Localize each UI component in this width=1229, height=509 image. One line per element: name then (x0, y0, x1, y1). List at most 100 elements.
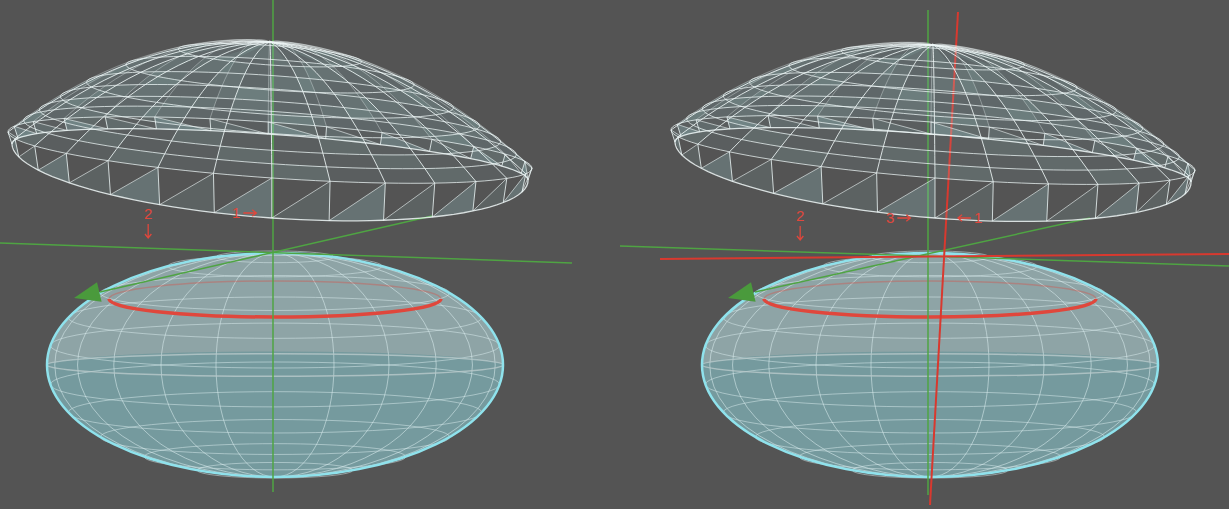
ellipsoid-body (47, 253, 503, 477)
dome-patch (1035, 156, 1088, 170)
rim-strut (727, 117, 730, 129)
equator (702, 354, 1158, 376)
rim-patch (19, 146, 38, 170)
rim-strut (209, 119, 211, 131)
dome-meridian (729, 45, 933, 152)
parallel (68, 392, 481, 433)
rim-strut (329, 181, 331, 220)
rim-patch (272, 181, 330, 220)
callout-arrow (145, 224, 151, 238)
rim-strut (876, 173, 878, 212)
rim-strut (108, 161, 110, 195)
meridian (733, 253, 1128, 477)
rim-diagonal (432, 139, 471, 158)
ellipsoid-body (702, 253, 1158, 477)
rim-diagonal (505, 154, 521, 173)
callout-number: 2 (144, 206, 152, 222)
dome-wireframe (8, 39, 532, 220)
rim-diagonal (214, 178, 271, 213)
rim-strut (1166, 180, 1170, 204)
rim-strut (503, 178, 507, 202)
rim-diagonal (432, 182, 476, 217)
rim-patch (110, 167, 159, 204)
rim-strut (931, 122, 932, 134)
dome-ring (126, 56, 414, 93)
rim-diagonal (525, 161, 528, 180)
rim-patch (1047, 184, 1098, 221)
dome-meridian (933, 45, 993, 182)
rim-diagonal (1168, 156, 1184, 175)
rim-diagonal (768, 116, 819, 128)
ellipsoid-lower (702, 352, 1158, 477)
rim-strut (818, 116, 820, 128)
rim-diagonal (160, 173, 214, 204)
dome-meridian (270, 42, 526, 174)
rim-strut (1043, 133, 1045, 145)
rim-strut (521, 161, 525, 173)
rim-strut (1134, 148, 1137, 160)
axis-line (620, 246, 1229, 266)
rim-strut (213, 173, 215, 212)
rim-strut (35, 146, 39, 170)
dome-meridian (105, 39, 270, 116)
rim-strut (872, 118, 874, 130)
dome-ring (687, 105, 1180, 170)
dome-ring (671, 116, 1195, 185)
callout-arrow (958, 215, 971, 221)
dome-meridian (270, 41, 382, 132)
rim-strut (992, 182, 994, 221)
dome-meridian (14, 41, 270, 127)
rim-diagonal (272, 181, 330, 218)
dome-patch (326, 167, 385, 183)
rim-diagonal (732, 159, 771, 181)
parallel (100, 276, 449, 311)
rim-diagonal (14, 126, 37, 133)
rim-diagonal (382, 133, 429, 152)
dome-ring (8, 117, 532, 184)
rim-strut (988, 127, 990, 139)
rim-diagonal (327, 127, 381, 145)
rim-strut (384, 183, 386, 220)
rim-diagonal (1188, 163, 1191, 182)
rim-patch (329, 183, 385, 221)
rim-diagonal (935, 182, 993, 218)
rim-strut (1092, 141, 1094, 153)
rim-patch (105, 117, 156, 129)
rim-strut (502, 154, 506, 166)
rim-diagonal (1047, 184, 1098, 221)
red-ring-back (109, 281, 441, 299)
rim-diagonal (727, 117, 771, 128)
rim-diagonal (155, 117, 211, 131)
equator (47, 354, 503, 376)
rim-diagonal (12, 139, 15, 144)
rim-diagonal (931, 122, 989, 139)
rim-diagonal (877, 178, 935, 212)
rim-patch (768, 116, 819, 128)
rim-diagonal (38, 153, 66, 170)
rim-diagonal (701, 152, 729, 168)
dome-meridian (270, 42, 272, 178)
rim-strut (380, 133, 382, 145)
dome-meridian (15, 42, 270, 139)
rim-diagonal (992, 184, 1048, 221)
dome-patch (323, 153, 379, 168)
callout-number: 1 (974, 210, 982, 226)
rim-strut (268, 122, 269, 134)
dome-meridian (270, 42, 476, 182)
dome-meridian (696, 43, 933, 120)
rim-strut (698, 144, 702, 168)
dome-meridian (270, 42, 532, 168)
rim-patch (502, 154, 521, 173)
rim-diagonal (774, 167, 821, 194)
rim-strut (821, 167, 823, 204)
rim-bottom (12, 129, 528, 221)
rim-diagonal (329, 183, 385, 221)
dome-meridian (213, 42, 270, 173)
rim-diagonal (818, 116, 874, 130)
rim-strut (771, 159, 773, 193)
parallel (705, 323, 1154, 368)
parallel (50, 362, 499, 407)
rim-strut (1047, 184, 1049, 221)
